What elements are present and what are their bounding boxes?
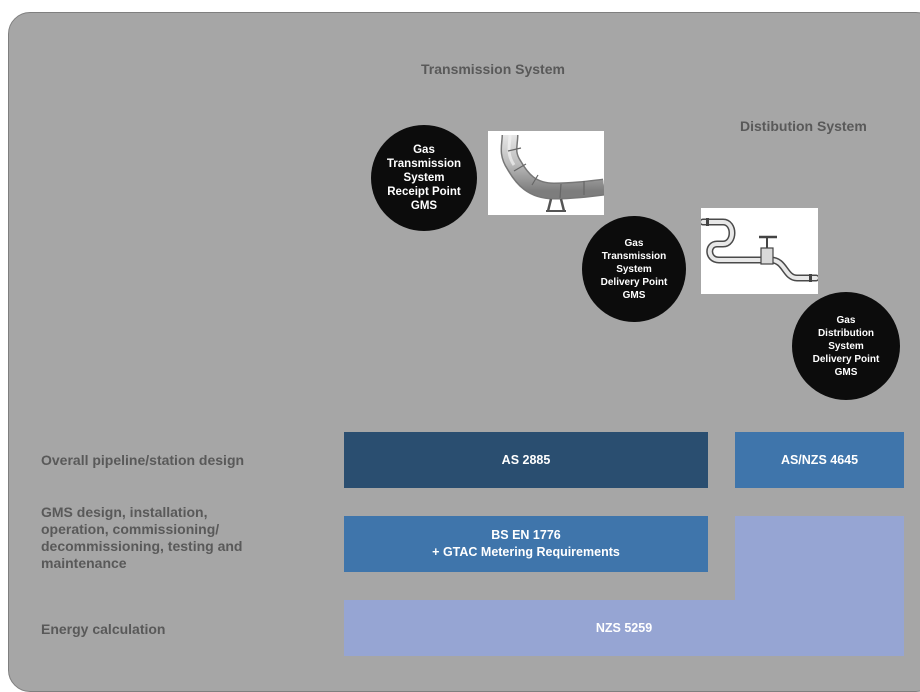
gas-distribution-delivery-point-gms-node: Gas Distribution System Delivery Point G…: [792, 292, 900, 400]
nzs-5259-box: NZS 5259: [344, 600, 904, 656]
bs-en-1776-label: BS EN 1776 + GTAC Metering Requirements: [432, 528, 620, 559]
transmission-system-title: Transmission System: [421, 61, 565, 77]
row-label-gms-design: GMS design, installation, operation, com…: [41, 504, 243, 571]
gas-transmission-delivery-point-gms-node: Gas Transmission System Delivery Point G…: [582, 216, 686, 322]
nzs-5259-label: NZS 5259: [595, 620, 653, 635]
as-2885-box: AS 2885: [344, 432, 708, 488]
as-nzs-4645-label: AS/NZS 4645: [780, 452, 859, 467]
bs-en-1776-box: BS EN 1776 + GTAC Metering Requirements: [344, 516, 708, 572]
nzs-5259-upper-extension: [735, 516, 904, 602]
transmission-pipeline-image: [488, 131, 604, 215]
gas-distribution-delivery-point-gms-label: Gas Distribution System Delivery Point G…: [812, 314, 880, 378]
distribution-system-title: Distibution System: [740, 118, 867, 134]
gas-transmission-receipt-point-gms-label: Gas Transmission System Receipt Point GM…: [386, 144, 462, 212]
row-label-overall-design: Overall pipeline/station design: [41, 452, 245, 468]
distribution-pipe-valve-image: [701, 208, 818, 294]
gas-transmission-receipt-point-gms-node: Gas Transmission System Receipt Point GM…: [371, 125, 477, 231]
gas-transmission-delivery-point-gms-label: Gas Transmission System Delivery Point G…: [600, 237, 668, 301]
row-label-energy-calculation: Energy calculation: [41, 621, 166, 637]
as-nzs-4645-box: AS/NZS 4645: [735, 432, 904, 488]
as-2885-label: AS 2885: [501, 452, 551, 467]
